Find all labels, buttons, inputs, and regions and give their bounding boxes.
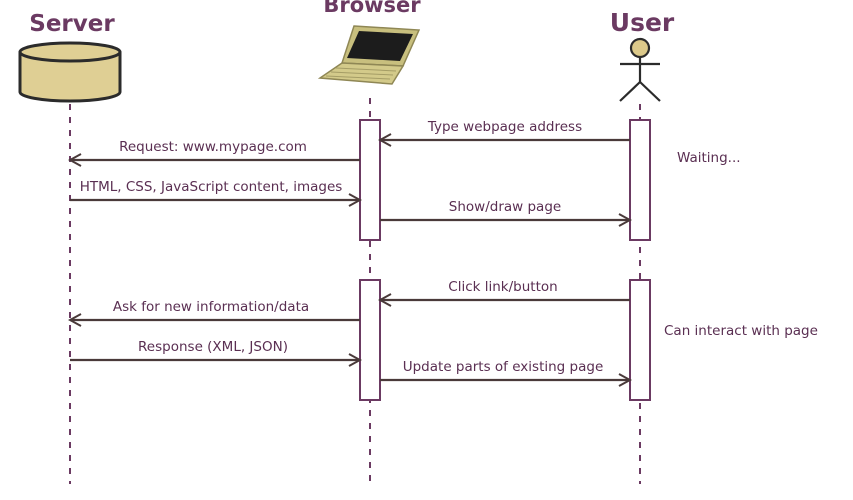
lifelines <box>69 98 641 484</box>
browser-title: Browser <box>323 0 421 17</box>
server-title: Server <box>29 11 115 37</box>
message-label: Response (XML, JSON) <box>138 339 288 355</box>
note-interact: Can interact with page <box>664 323 818 339</box>
message-label: Click link/button <box>448 279 557 295</box>
message-label: HTML, CSS, JavaScript content, images <box>80 179 343 195</box>
laptop-icon <box>317 25 421 85</box>
user-activation-2 <box>629 279 651 401</box>
note-waiting: Waiting... <box>677 150 741 166</box>
message-label: Ask for new information/data <box>113 299 309 315</box>
message-label: Update parts of existing page <box>403 359 604 375</box>
message-label: Request: www.mypage.com <box>119 139 307 155</box>
browser-activation-1 <box>359 119 381 241</box>
user-activation-1 <box>629 119 651 241</box>
browser-activation-2 <box>359 279 381 401</box>
message-label: Type webpage address <box>427 119 582 135</box>
message-label: Show/draw page <box>449 199 561 215</box>
database-icon <box>18 41 122 103</box>
user-actor-icon <box>619 37 661 102</box>
user-title: User <box>610 8 675 37</box>
